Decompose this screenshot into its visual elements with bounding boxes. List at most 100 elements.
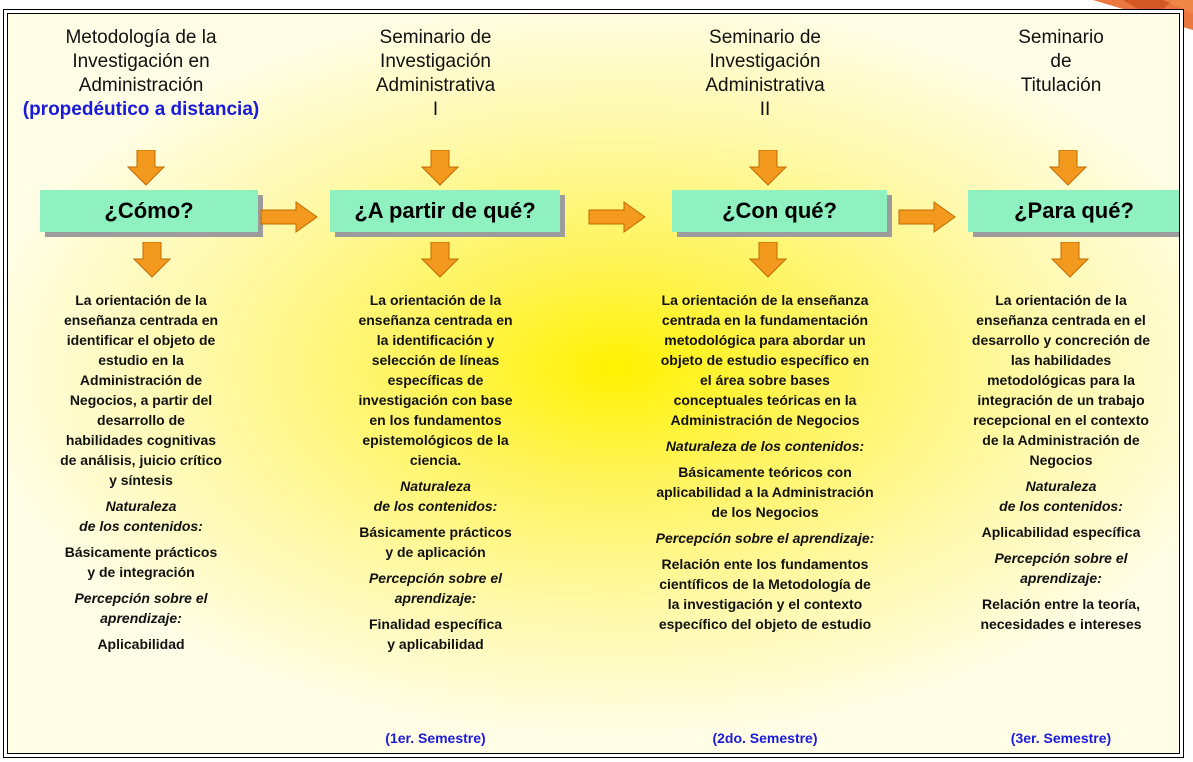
description-line: estudio en la <box>98 352 184 368</box>
description-line: la identificación y <box>376 332 495 348</box>
down-arrow-icon <box>748 242 788 278</box>
nature-value: aplicabilidad a la Administración <box>656 484 874 500</box>
perception-value: y aplicabilidad <box>387 636 484 652</box>
description-line: Administración de Negocios <box>670 412 860 428</box>
description-line: enseñanza centrada en <box>63 312 219 328</box>
perception-label: Percepción sobre el <box>994 550 1128 566</box>
description-line: habilidades cognitivas <box>65 432 217 448</box>
course-title: Metodología de la Investigación en Adminis… <box>16 26 266 122</box>
question-box: ¿Cómo? <box>40 190 258 232</box>
perception-value: científicos de la Metodología de <box>659 576 871 592</box>
description-line: La orientación de la enseñanza <box>661 292 869 308</box>
course-modality-label: (propedéutico a distancia) <box>22 99 260 120</box>
course-title-line: Seminario <box>1018 27 1104 48</box>
down-arrow-icon <box>1050 242 1090 278</box>
description-line: conceptuales teóricas en la <box>673 392 857 408</box>
description-line: ciencia. <box>409 452 462 468</box>
description-line: desarrollo de <box>97 412 185 428</box>
question-box: ¿A partir de qué? <box>330 190 560 232</box>
down-arrow-icon <box>748 150 788 186</box>
diagram-canvas: Metodología de la Investigación en Adminis… <box>7 13 1180 754</box>
description-line: enseñanza centrada en <box>358 312 513 328</box>
nature-label: de los contenidos: <box>79 518 203 534</box>
description-line: integración de un trabajo <box>977 392 1145 408</box>
course-title-line: Administrativa <box>375 75 496 96</box>
perception-label: aprendizaje: <box>394 590 477 606</box>
nature-value: Aplicabilidad específica <box>981 524 1141 540</box>
description-line: las habilidades <box>1010 352 1112 368</box>
course-title-line: de <box>1050 51 1072 72</box>
description-line: La orientación de la <box>75 292 207 308</box>
course-title-line: Administración <box>78 75 204 96</box>
question-box: ¿Para qué? <box>968 190 1179 232</box>
description-line: Negocios <box>1029 452 1093 468</box>
perception-value: Finalidad específica <box>368 616 503 632</box>
description-line: selección de líneas <box>371 352 500 368</box>
perception-value: Relación entre la teoría, <box>982 596 1140 612</box>
description-line: de análisis, juicio crítico <box>60 452 222 468</box>
description-line: Negocios, a partir del <box>69 392 213 408</box>
description-line: La orientación de la <box>995 292 1127 308</box>
stage-description: La orientación de la enseñanza centrada e… <box>630 290 900 634</box>
nature-label: de los contenidos: <box>373 498 498 514</box>
nature-label: Naturaleza de los contenidos: <box>665 438 865 454</box>
perception-label: aprendizaje: <box>1020 570 1102 586</box>
perception-value: Aplicabilidad <box>97 636 185 652</box>
perception-label: Percepción sobre el <box>368 570 503 586</box>
down-arrow-icon <box>420 150 460 186</box>
nature-label: Naturaleza <box>1025 478 1097 494</box>
course-title-line: II <box>759 99 771 120</box>
course-title-line: Metodología de la <box>65 27 217 48</box>
down-arrow-icon <box>126 150 166 186</box>
perception-label: Percepción sobre el aprendizaje: <box>655 530 875 546</box>
perception-label: Percepción sobre el <box>74 590 208 606</box>
description-line: y síntesis <box>109 472 173 488</box>
description-line: en los fundamentos <box>369 412 502 428</box>
course-title-line: Investigación <box>709 51 821 72</box>
course-title-line: Titulación <box>1020 75 1102 96</box>
semester-label: (1er. Semestre) <box>385 730 486 746</box>
course-title-line: I <box>432 99 439 120</box>
nature-value: y de aplicación <box>385 544 486 560</box>
description-line: La orientación de la <box>369 292 502 308</box>
perception-value: necesidades e intereses <box>980 616 1142 632</box>
course-title-line: Investigación <box>380 51 491 72</box>
down-arrow-icon <box>132 242 172 278</box>
perception-value: específico del objeto de estudio <box>658 616 872 632</box>
description-line: investigación con base <box>358 392 513 408</box>
nature-value: Básicamente teóricos con <box>678 464 852 480</box>
question-box: ¿Con qué? <box>672 190 887 232</box>
course-title-line: Seminario de <box>379 27 492 48</box>
description-line: recepcional en el contexto <box>973 412 1149 428</box>
description-line: desarrollo y concreción de <box>971 332 1151 348</box>
perception-label: aprendizaje: <box>100 610 182 626</box>
semester-label: (2do. Semestre) <box>712 730 818 746</box>
description-line: de la Administración de <box>982 432 1140 448</box>
description-line: objeto de estudio específico en <box>660 352 870 368</box>
down-arrow-icon <box>1048 150 1088 186</box>
description-line: específicas de <box>387 372 484 388</box>
course-title-line: Administrativa <box>705 75 825 96</box>
nature-label: Naturaleza <box>105 498 177 514</box>
description-line: epistemológicos de la <box>362 432 509 448</box>
nature-value: Básicamente prácticos <box>359 524 512 540</box>
description-line: el área sobre bases <box>700 372 830 388</box>
description-line: centrada en la fundamentación <box>661 312 869 328</box>
right-arrow-icon <box>588 201 646 233</box>
nature-value: Básicamente prácticos <box>64 544 218 560</box>
perception-value: Relación ente los fundamentos <box>661 556 869 572</box>
description-line: Administración de <box>79 372 203 388</box>
nature-label: Naturaleza <box>400 478 471 494</box>
course-title-line: Investigación en <box>72 51 210 72</box>
course-title-line: Seminario de <box>709 27 821 48</box>
description-line: identificar el objeto de <box>66 332 216 348</box>
perception-value: la investigación y el contexto <box>667 596 863 612</box>
right-arrow-icon <box>260 201 318 233</box>
stage-column-1: Metodología de la Investigación en Adminis… <box>16 14 266 753</box>
stage-description: La orientación de la enseñanza centrada e… <box>16 290 266 654</box>
